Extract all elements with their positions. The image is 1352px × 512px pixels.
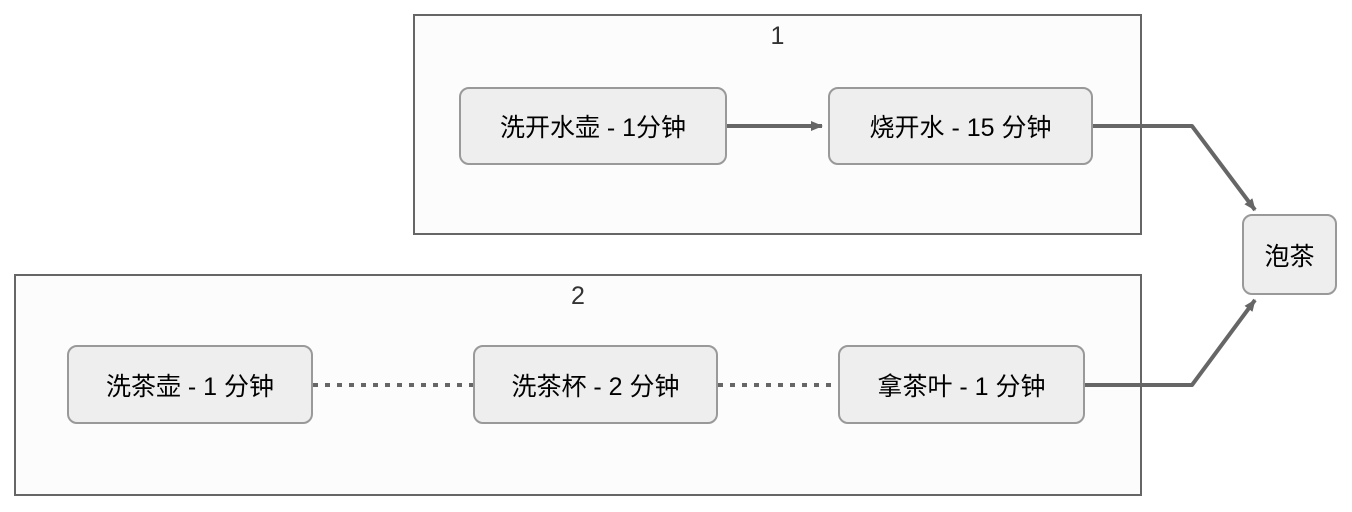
node-wash-teapot: 洗茶壶 - 1 分钟 xyxy=(67,345,313,424)
node-wash-kettle: 洗开水壶 - 1分钟 xyxy=(459,87,727,165)
node-get-tea-leaves: 拿茶叶 - 1 分钟 xyxy=(838,345,1085,424)
group-1-label: 1 xyxy=(770,22,785,50)
node-wash-teacup: 洗茶杯 - 2 分钟 xyxy=(473,345,718,424)
node-make-tea: 泡茶 xyxy=(1242,214,1337,295)
node-boil-water: 烧开水 - 15 分钟 xyxy=(828,87,1093,165)
group-2-label: 2 xyxy=(571,282,585,310)
